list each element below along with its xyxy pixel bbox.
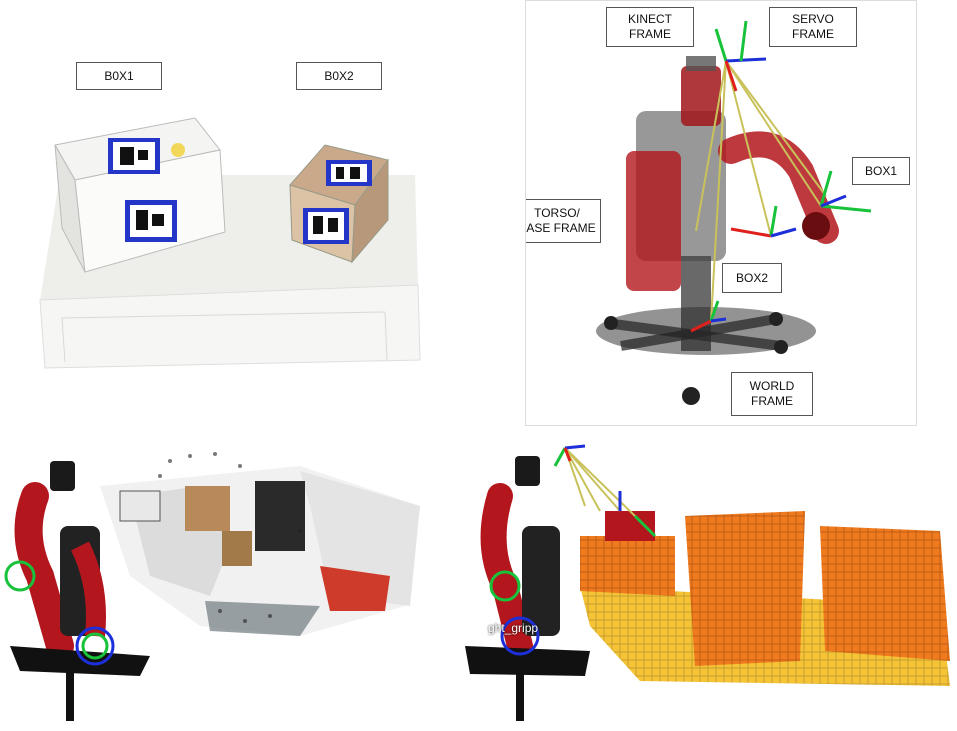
servo-frame-label: SERVO FRAME bbox=[769, 7, 857, 47]
photo-panel: B0X1 B0X2 bbox=[0, 0, 470, 420]
box2 bbox=[289, 144, 389, 264]
kinect-frame-label: KINECT FRAME bbox=[606, 7, 694, 47]
robot-tf-render bbox=[596, 20, 872, 405]
point-cloud-panel bbox=[0, 436, 460, 731]
box1-frame-label: BOX1 bbox=[852, 157, 910, 185]
octomap-panel: ght_gripp bbox=[460, 436, 957, 731]
gripper-frame-label: ght_gripp bbox=[488, 621, 539, 635]
octomap-render bbox=[465, 444, 950, 721]
box2-frame-label: BOX2 bbox=[722, 263, 782, 293]
boxes-photo bbox=[39, 117, 421, 369]
tf-frames-panel: KINECT FRAME SERVO FRAME BOX1 BOX2 TORSO… bbox=[525, 0, 917, 426]
point-cloud-render bbox=[4, 452, 420, 721]
box2-label: B0X2 bbox=[296, 62, 382, 90]
box1 bbox=[54, 117, 226, 273]
torso-base-frame-label: TORSO/ BASE FRAME bbox=[526, 199, 601, 243]
box1-label: B0X1 bbox=[76, 62, 162, 90]
world-frame-label: WORLD FRAME bbox=[731, 372, 813, 416]
